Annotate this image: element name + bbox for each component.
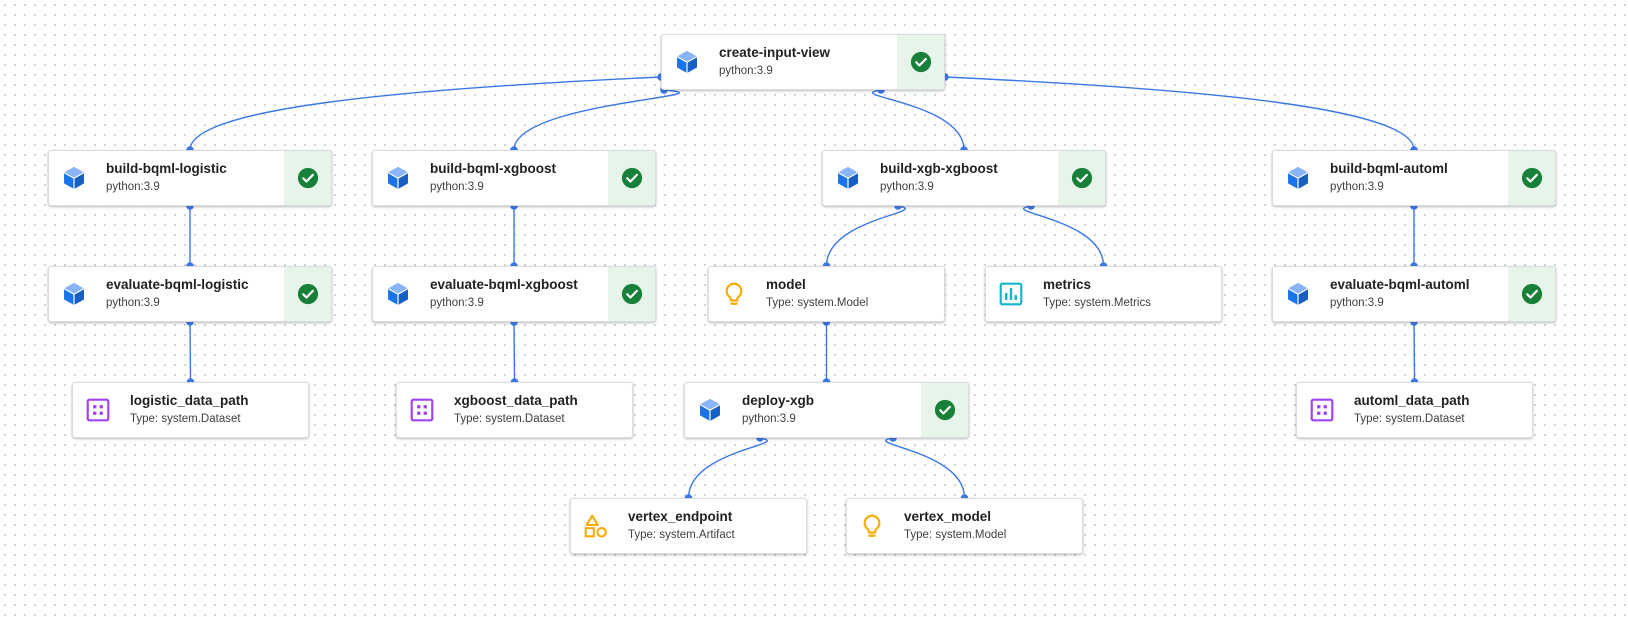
status-succeeded-check-icon — [1508, 267, 1555, 321]
edge-evaluate-bqml-logistic-to-logistic-data-path — [189, 321, 192, 383]
edge-create-input-view-to-build-xgb-xgboost — [871, 89, 965, 151]
task-node-build-bqml-automl[interactable]: build-bqml-automl python:3.9 — [1272, 150, 1556, 206]
status-succeeded-check-icon — [897, 35, 944, 89]
edge-evaluate-bqml-xgboost-to-xgboost-data-path — [513, 321, 516, 383]
task-node-deploy-xgb[interactable]: deploy-xgb python:3.9 — [684, 382, 969, 438]
node-title: evaluate-bqml-xgboost — [430, 277, 578, 292]
edge-deploy-xgb-to-vertex-endpoint — [687, 437, 768, 499]
bar-chart-icon — [998, 281, 1024, 307]
node-title: vertex_endpoint — [628, 509, 733, 524]
node-subtitle: python:3.9 — [106, 297, 160, 309]
task-node-evaluate-bqml-logistic[interactable]: evaluate-bqml-logistic python:3.9 — [48, 266, 332, 322]
node-title: build-bqml-automl — [1330, 161, 1448, 176]
status-succeeded-check-icon — [608, 267, 655, 321]
node-subtitle: python:3.9 — [430, 297, 484, 309]
edge-build-xgb-xgboost-to-metrics — [1022, 205, 1105, 267]
node-title: metrics — [1043, 277, 1092, 292]
node-subtitle: Type: system.Dataset — [1354, 413, 1465, 425]
edge-create-input-view-to-build-bqml-xgboost — [513, 89, 680, 151]
cube-icon — [1285, 165, 1311, 191]
cube-icon — [835, 165, 861, 191]
cube-icon — [1285, 281, 1311, 307]
edge-create-input-view-to-build-bqml-logistic — [189, 76, 662, 151]
node-title: deploy-xgb — [742, 393, 815, 408]
cube-icon — [61, 281, 87, 307]
cube-icon — [697, 397, 723, 423]
node-title: build-xgb-xgboost — [880, 161, 998, 176]
edge-evaluate-bqml-automl-to-automl-data-path — [1413, 321, 1416, 383]
node-title: evaluate-bqml-automl — [1330, 277, 1470, 292]
dataset-grid-icon — [85, 397, 111, 423]
status-succeeded-check-icon — [608, 151, 655, 205]
status-succeeded-check-icon — [284, 267, 331, 321]
status-succeeded-check-icon — [1508, 151, 1555, 205]
cube-icon — [674, 49, 700, 75]
node-title: automl_data_path — [1354, 393, 1470, 408]
node-subtitle: python:3.9 — [1330, 181, 1384, 193]
node-subtitle: python:3.9 — [430, 181, 484, 193]
node-title: build-bqml-xgboost — [430, 161, 556, 176]
node-subtitle: python:3.9 — [106, 181, 160, 193]
edge-deploy-xgb-to-vertex-model — [885, 437, 966, 499]
status-succeeded-check-icon — [921, 383, 968, 437]
dataset-grid-icon — [409, 397, 435, 423]
node-title: build-bqml-logistic — [106, 161, 227, 176]
node-title: logistic_data_path — [130, 393, 249, 408]
node-title: vertex_model — [904, 509, 992, 524]
edge-build-xgb-xgboost-to-model — [825, 205, 906, 267]
task-node-build-bqml-logistic[interactable]: build-bqml-logistic python:3.9 — [48, 150, 332, 206]
node-subtitle: python:3.9 — [742, 413, 796, 425]
lightbulb-icon — [859, 513, 885, 539]
task-node-evaluate-bqml-xgboost[interactable]: evaluate-bqml-xgboost python:3.9 — [372, 266, 656, 322]
node-title: create-input-view — [719, 45, 831, 60]
node-title: xgboost_data_path — [454, 393, 578, 408]
node-subtitle: Type: system.Dataset — [454, 413, 565, 425]
dataset-grid-icon — [1309, 397, 1335, 423]
node-title: model — [766, 277, 806, 292]
edge-create-input-view-to-build-bqml-automl — [944, 76, 1415, 151]
status-succeeded-check-icon — [1058, 151, 1105, 205]
task-node-evaluate-bqml-automl[interactable]: evaluate-bqml-automl python:3.9 — [1272, 266, 1556, 322]
node-subtitle: Type: system.Model — [904, 529, 1007, 541]
task-node-create-input-view[interactable]: create-input-view python:3.9 — [661, 34, 945, 90]
node-subtitle: Type: system.Model — [766, 297, 869, 309]
task-node-build-bqml-xgboost[interactable]: build-bqml-xgboost python:3.9 — [372, 150, 656, 206]
task-node-build-xgb-xgboost[interactable]: build-xgb-xgboost python:3.9 — [822, 150, 1106, 206]
node-subtitle: python:3.9 — [719, 65, 773, 77]
node-subtitle: Type: system.Dataset — [130, 413, 241, 425]
node-subtitle: Type: system.Metrics — [1043, 297, 1151, 309]
lightbulb-icon — [721, 281, 747, 307]
cube-icon — [385, 165, 411, 191]
node-subtitle: Type: system.Artifact — [628, 529, 735, 541]
shapes-icon — [583, 513, 609, 539]
node-title: evaluate-bqml-logistic — [106, 277, 249, 292]
node-subtitle: python:3.9 — [880, 181, 934, 193]
status-succeeded-check-icon — [284, 151, 331, 205]
cube-icon — [385, 281, 411, 307]
cube-icon — [61, 165, 87, 191]
node-subtitle: python:3.9 — [1330, 297, 1384, 309]
